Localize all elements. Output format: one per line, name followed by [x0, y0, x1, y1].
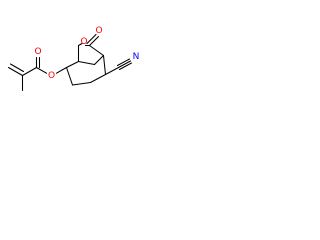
- nitrile-triple-bond-b: [116, 58, 131, 67]
- nitrile-triple-bond-a: [117, 60, 132, 69]
- ring-bond-2: [65, 66, 74, 86]
- methacrylate-group: [7, 56, 68, 92]
- vinyl-double-bond-outer: [7, 66, 24, 77]
- bridge-bond-b: [93, 54, 105, 66]
- ester-oxygen-ring-bond: [55, 66, 68, 74]
- bicyclic-lactone-core: [65, 33, 107, 86]
- nitrile-group: [104, 58, 133, 76]
- lactone-ring-oxygen-label: O: [80, 37, 87, 47]
- nitrile-nitrogen-label: N: [133, 52, 140, 62]
- bridge-bond-a: [77, 60, 96, 66]
- ring-bond-5: [102, 54, 107, 76]
- alpha-carbonyl-bond: [21, 66, 38, 77]
- ester-single-bond: [35, 66, 48, 74]
- molecule-structure: O O O O N: [7, 26, 140, 92]
- ester-carbonyl-oxygen-label: O: [34, 47, 41, 57]
- ring-oxygen-bond-left: [77, 42, 83, 47]
- lactone-carbonyl-oxygen-label: O: [95, 26, 102, 36]
- ring-bond-4: [89, 73, 107, 84]
- lactone-carbonyl-bond-double: [86, 33, 97, 45]
- ring-bond-3: [71, 81, 92, 86]
- ring-bond-6: [88, 44, 105, 57]
- ester-oxygen-label: O: [48, 71, 55, 81]
- nitrile-single-bond: [104, 66, 120, 76]
- ring-bond-1: [65, 60, 80, 69]
- nitrile-triple-bond-c: [118, 62, 133, 71]
- vinyl-double-bond-inner: [9, 63, 25, 73]
- lactone-carbonyl-bond: [88, 35, 100, 47]
